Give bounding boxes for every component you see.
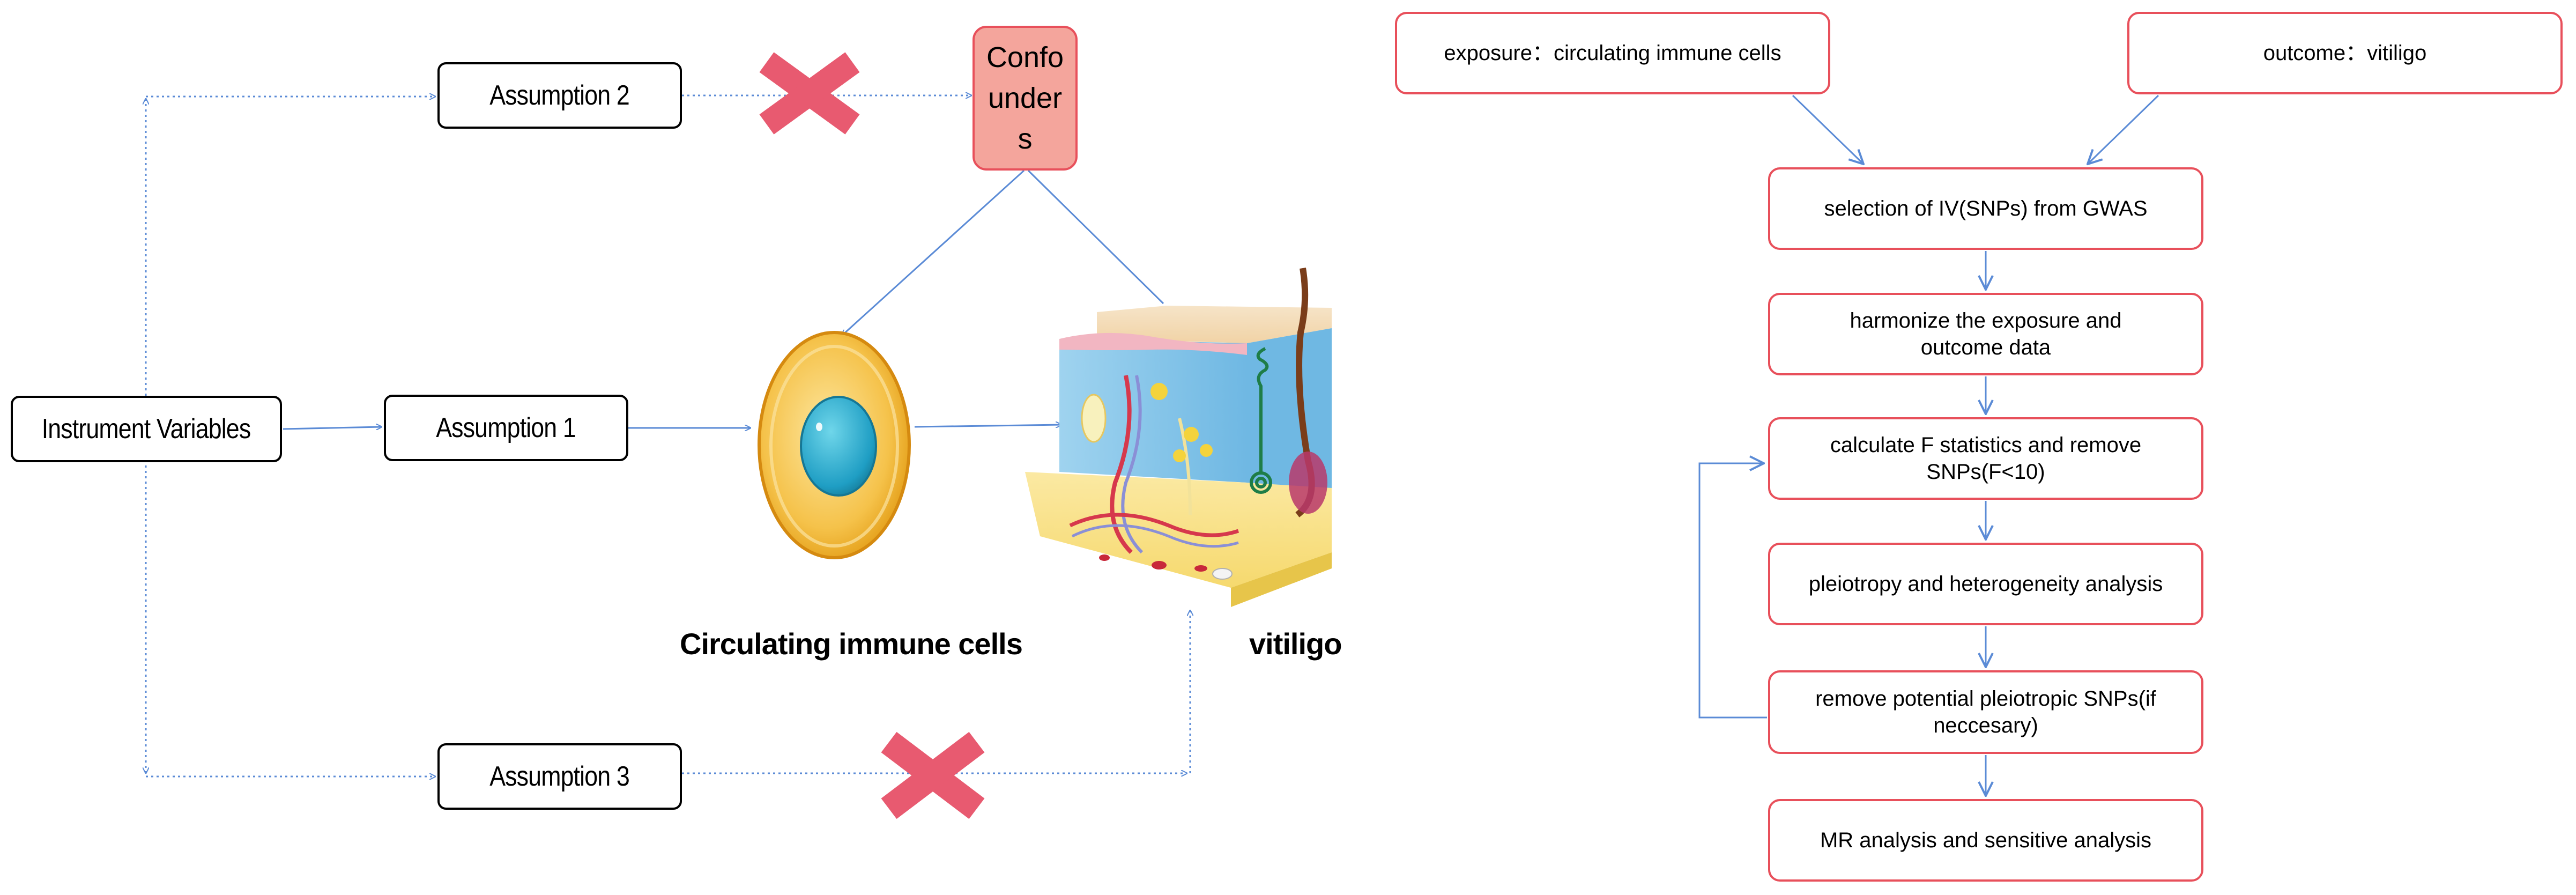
outcome-label: outcome：vitiligo [2263,41,2427,65]
step-2-label: harmonize the exposure and outcome data [1850,309,2122,359]
assumption-3-label: Assumption 3 [489,761,630,792]
step-5-label: remove potential pleiotropic SNPs(if nec… [1815,687,2156,737]
cross-mark-assumption-2 [759,52,860,135]
assumption-1-label: Assumption 1 [436,412,576,443]
step-6-box: MR analysis and sensitive analysis [1768,799,2203,882]
exposure-label: exposure：circulating immune cells [1444,41,1781,65]
step-1-label: selection of IV(SNPs) from GWAS [1824,197,2148,220]
step-2-box: harmonize the exposure and outcome data [1768,293,2203,375]
immune-cells-caption: Circulating immune cells [680,627,1023,661]
step-6-label: MR analysis and sensitive analysis [1820,829,2152,852]
assumption-3-box: Assumption 3 [437,743,682,810]
instrument-variables-label: Instrument Variables [42,413,251,445]
vitiligo-caption: vitiligo [1249,627,1342,661]
step-3-box: calculate F statistics and remove SNPs(F… [1768,417,2203,500]
instrument-variables-box: Instrument Variables [11,396,282,462]
left-connectors [146,95,1190,776]
assumption-2-label: Assumption 2 [489,80,630,111]
confounders-box: Confounders [973,26,1078,171]
step-4-box: pleiotropy and heterogeneity analysis [1768,543,2203,625]
flowchart-connectors [1698,94,2159,796]
assumption-1-box: Assumption 1 [384,395,628,461]
step-4-label: pleiotropy and heterogeneity analysis [1808,572,2163,596]
confounders-label: Confounders [986,41,1064,155]
outcome-box: outcome：vitiligo [2127,12,2563,94]
cross-mark-assumption-3 [881,731,985,819]
step-3-label: calculate F statistics and remove SNPs(F… [1830,433,2142,484]
step-1-box: selection of IV(SNPs) from GWAS [1768,167,2203,250]
assumption-2-box: Assumption 2 [437,62,682,129]
exposure-box: exposure：circulating immune cells [1395,12,1830,94]
skin-illustration [1025,268,1332,607]
immune-cell-illustration [758,331,911,559]
step-5-box: remove potential pleiotropic SNPs(if nec… [1768,670,2203,754]
